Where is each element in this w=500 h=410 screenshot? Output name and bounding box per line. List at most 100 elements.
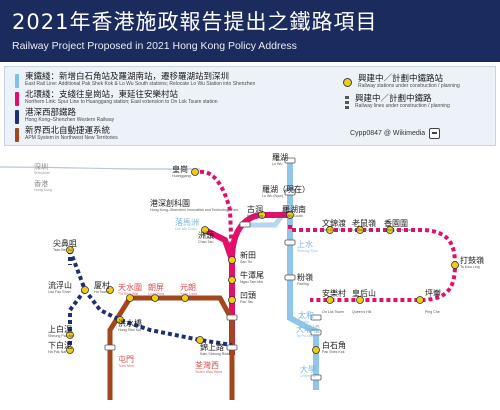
apm-swatch — [15, 128, 19, 142]
legend-panel: 東鐵綫：新增白石角站及羅湖南站，遷移羅湖站到深圳 East Rail Line:… — [4, 66, 496, 146]
station-ngautammei-en: Ngau Tam Mei — [240, 280, 263, 284]
station-hatsuen-en: Ha Tsuen — [94, 290, 109, 294]
station-santin: 新田 — [240, 250, 256, 260]
border-label-hongkong: 香港 — [34, 179, 48, 188]
station-tsuenwanwest-en: Tsuen Wan West — [195, 370, 222, 374]
station-huanggang: 皇崗 — [172, 164, 188, 174]
station-hatsuen: 厦村 — [94, 280, 110, 290]
planned-line-swatch — [345, 96, 349, 110]
station-lautaushan-en: Lau Fau Shan — [48, 290, 71, 294]
border-label-shenzhen-en: Shenzhen — [34, 171, 50, 175]
station-mankamto: 文錦渡 — [322, 218, 346, 228]
station-hapakni: 下白泥 — [48, 340, 72, 350]
western-railway-swatch — [15, 110, 19, 124]
station-chautau: 洲頭 — [198, 231, 214, 240]
planned-station-swatch — [343, 78, 352, 87]
station-kamsheungroad: 錦上路 — [200, 342, 224, 352]
station-queenshill: 皇后山 — [352, 288, 376, 298]
station-lmc: 落馬洲 — [175, 217, 199, 227]
legend-label-en: Northern Link: Spur Line to Huanggang st… — [25, 98, 218, 105]
legend-label-en: Railway lines under construction / plann… — [355, 102, 450, 109]
rail-map: 深圳 Shenzhen 香港 Hong Kong — [0, 153, 484, 400]
page-title: 2021年香港施政報告提出之鐵路項目 — [12, 10, 378, 34]
legend-label-en: East Rail Line: Additional Pak Shek Kok … — [25, 80, 256, 87]
station-tsimbeitsui: 尖鼻咀 — [53, 238, 77, 248]
station-lowu-now: 羅湖（現在） — [262, 184, 310, 194]
station-sheungpakni: 上白泥 — [48, 324, 72, 334]
legend-item-planned-stations: 興建中／計劃中鐵路站 Railway stations under constr… — [343, 75, 460, 89]
east-rail-swatch — [15, 74, 19, 88]
station-hungshuikiu: 洪水橋 — [118, 318, 142, 328]
station-taipomarket-en: Tai Po Market — [296, 334, 318, 338]
station-sheungshui-en: Sheung Shui — [297, 249, 318, 253]
station-longping-en: Long Ping — [148, 292, 164, 296]
station-pingche-en: Ping Che — [425, 310, 440, 314]
legend-label: 興建中／計劃中鐵路站 — [358, 74, 444, 84]
planned-stations — [66, 168, 459, 354]
station-lmc-en: Lok Ma Chau — [175, 227, 196, 231]
station-heungyuenwai-en: Heung Yuen Wai — [384, 228, 411, 232]
station-hungshuikiu-en: Hung Shui Kiu — [118, 328, 141, 332]
legend-label: 港深西部鐵路 — [25, 108, 77, 118]
station-sheungpakni-en: Sheung Pak Nai — [48, 334, 74, 338]
legend-label: 東鐵綫：新增白石角站及羅湖南站，遷移羅湖站到深圳 — [25, 72, 230, 82]
station-loshuiling: 老鼠嶺 — [352, 218, 376, 228]
station-onloktsuen: 安樂村 — [322, 288, 346, 298]
station-tsimbeitsui-en: Tsim Bei Tsui — [53, 248, 74, 252]
legend-label-en: APM System in Northwest New Territories — [25, 134, 118, 141]
station-taipomarket: 大埔墟 — [296, 324, 320, 334]
station-kwutung-en: Kwu Tung — [247, 214, 263, 218]
station-fanling: 粉嶺 — [297, 272, 313, 282]
legend-item-apm: 新界西北自動捷運系統 APM System in Northwest New T… — [15, 127, 118, 142]
border-label-hongkong-en: Hong Kong — [34, 188, 52, 192]
legend-item-east-rail: 東鐵綫：新增白石角站及羅湖南站，遷移羅湖站到深圳 East Rail Line:… — [15, 73, 255, 88]
station-kamsheungroad-en: Kam Sheung Road — [200, 352, 230, 356]
station-university-en: University — [300, 374, 316, 378]
station-kwutung: 古洞 — [247, 204, 263, 214]
station-yuenlong: 元朗 — [180, 282, 196, 292]
border-label-shenzhen: 深圳 — [34, 162, 48, 171]
legend-item-western-railway: 港深西部鐵路 Hong Kong–Shenzhen Western Railwa… — [15, 109, 114, 124]
station-tinshuiwai-en: Tin Shui Wai — [118, 292, 138, 296]
legend-label-en: Railway stations under construction / pl… — [358, 82, 460, 89]
page-subtitle: Railway Project Proposed in 2021 Hong Ko… — [12, 40, 297, 52]
station-hapakni-en: Ha Pak Nai — [48, 350, 66, 354]
station-taiwo-en: Tai Wo — [298, 320, 309, 324]
station-paksheklok: 白石角 — [322, 340, 346, 350]
northern-link-swatch — [15, 92, 19, 106]
station-mankamto-en: Man Kam To — [322, 228, 342, 232]
station-santin-en: San Tin — [240, 260, 252, 264]
station-tuenmun-en: Tuen Mun — [118, 364, 134, 368]
huanggang-spur — [199, 169, 234, 261]
station-lautaushan: 流浮山 — [48, 280, 72, 290]
station-hsitp-en: Hong Kong–Shenzhen Innovation and Techno… — [150, 208, 238, 212]
legend-label: 新界西北自動捷運系統 — [25, 126, 111, 136]
station-longping: 朗屏 — [148, 282, 164, 292]
station-pingche: 坪輋 — [425, 289, 441, 298]
northern-link-line — [203, 227, 235, 355]
station-queenshill-en: Queen's Hill — [352, 310, 371, 314]
station-lowu: 羅湖 — [272, 153, 288, 162]
station-paksheklok-en: Pak Shek Kok — [322, 350, 345, 354]
station-takwuling-en: Ta Kwu Ling — [460, 265, 480, 269]
station-yuenlong-en: Yuen Long — [180, 292, 197, 296]
legend-label-en: Hong Kong–Shenzhen Western Railway — [25, 116, 115, 123]
station-taiwo: 太和 — [298, 310, 314, 320]
header-banner: 2021年香港施政報告提出之鐵路項目 Railway Project Propo… — [0, 0, 500, 62]
station-lowusouth-en: Lo Wu South — [282, 214, 303, 218]
station-tinshuiwai: 天水圍 — [118, 282, 142, 292]
legend-item-planned-lines: 興建中／計劃中鐵路 Railway lines under constructi… — [345, 95, 450, 110]
apm-line — [130, 295, 235, 322]
station-heungyuenwai: 香園圍 — [384, 218, 408, 228]
legend-label: 興建中／計劃中鐵路 — [355, 94, 432, 104]
lmc-spur — [240, 203, 292, 228]
station-fanling-en: Fanling — [297, 282, 309, 286]
station-onloktsuen-en: On Lok Tsuen — [322, 310, 344, 314]
credit-text: Cypp0847 @ Wikimedia — [350, 130, 426, 137]
station-tuenmun: 屯門 — [118, 354, 134, 364]
station-pautau-en: Pau Tau — [240, 300, 253, 304]
station-tsuenwanwest: 荃灣西 — [195, 360, 219, 370]
border-line — [0, 166, 200, 170]
station-lowu-now-en: Lo Wu (Now) — [262, 194, 283, 198]
station-huanggang-en: Huanggang — [172, 174, 191, 178]
